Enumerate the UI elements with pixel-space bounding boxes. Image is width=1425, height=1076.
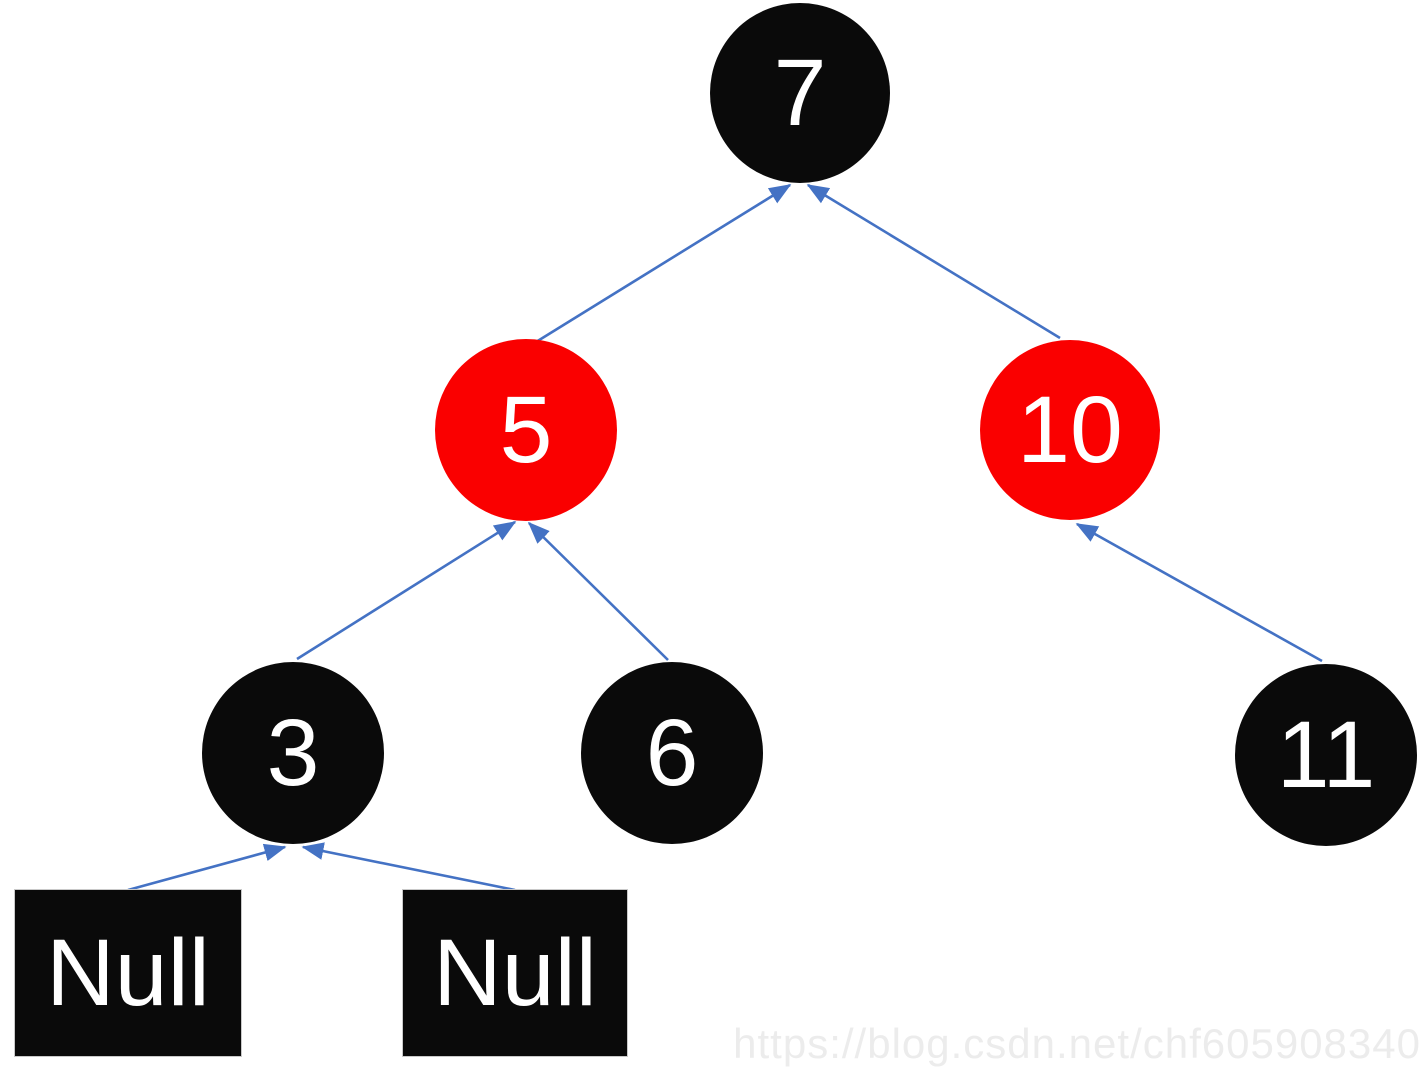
tree-edge-null-right-to-3	[301, 842, 516, 892]
tree-node-null-right: Null	[402, 889, 628, 1057]
tree-node-5: 5	[435, 339, 617, 521]
node-label-3: 3	[266, 699, 320, 806]
tree-node-11: 11	[1235, 664, 1417, 846]
node-label-10: 10	[1017, 376, 1123, 483]
tree-edge-5-to-7	[535, 183, 792, 344]
node-label-7: 7	[773, 39, 827, 146]
tree-edge-11-to-10	[1075, 522, 1323, 663]
node-label-null-right: Null	[433, 919, 597, 1026]
csdn-watermark: https://blog.csdn.net/chf605908340	[733, 1020, 1421, 1067]
node-label-null-left: Null	[46, 919, 210, 1026]
node-label-5: 5	[499, 376, 553, 483]
tree-edge-null-left-to-3	[127, 843, 287, 892]
tree-node-7: 7	[710, 3, 890, 183]
tree-edge-6-to-5	[527, 521, 669, 661]
tree-edge-3-to-5	[296, 520, 517, 661]
tree-node-6: 6	[581, 662, 763, 844]
tree-node-10: 10	[980, 340, 1160, 520]
node-label-6: 6	[645, 699, 699, 806]
tree-node-3: 3	[202, 662, 384, 844]
tree-edge-10-to-7	[806, 183, 1061, 340]
tree-node-null-left: Null	[14, 889, 242, 1057]
node-label-11: 11	[1276, 701, 1376, 808]
